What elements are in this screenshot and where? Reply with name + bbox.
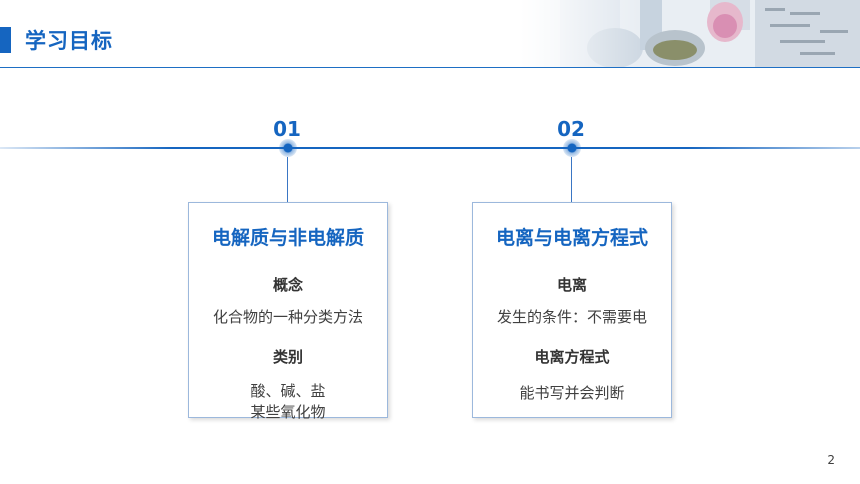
objective-card-02: 电离与电离方程式 电离 发生的条件：不需要电 电离方程式 能书写并会判断 <box>472 202 672 418</box>
connector-line-02 <box>571 157 572 203</box>
page-title: 学习目标 <box>25 29 113 53</box>
page-number: 2 <box>827 453 835 467</box>
header-bar: 学习目标 <box>0 0 860 68</box>
item-label-ionization: 电离 <box>556 276 587 294</box>
item-text-equation: 能书写并会判断 <box>519 384 625 402</box>
connector-line-01 <box>287 157 288 203</box>
card-title: 电解质与非电解质 <box>211 227 364 249</box>
timeline-dot-01 <box>279 139 297 157</box>
card-title: 电离与电离方程式 <box>495 227 648 249</box>
title-accent-block <box>0 27 11 53</box>
timeline-line <box>0 147 860 149</box>
item-text-category-line-2: 某些氧化物 <box>250 403 326 421</box>
item-label-concept: 概念 <box>272 276 303 294</box>
item-text-ionization: 发生的条件：不需要电 <box>496 308 647 326</box>
lab-glassware-photo <box>520 0 860 67</box>
node-number-01: 01 <box>273 117 301 141</box>
item-label-category: 类别 <box>272 348 303 366</box>
objective-card-01: 电解质与非电解质 概念 化合物的一种分类方法 类别 酸、碱、盐 某些氧化物 <box>188 202 388 421</box>
node-number-02: 02 <box>557 117 585 141</box>
item-text-concept: 化合物的一种分类方法 <box>212 308 363 326</box>
timeline-dot-02 <box>563 139 581 157</box>
header-divider <box>0 67 860 68</box>
item-label-equation: 电离方程式 <box>534 348 610 366</box>
item-text-category-line-1: 酸、碱、盐 <box>250 382 326 400</box>
